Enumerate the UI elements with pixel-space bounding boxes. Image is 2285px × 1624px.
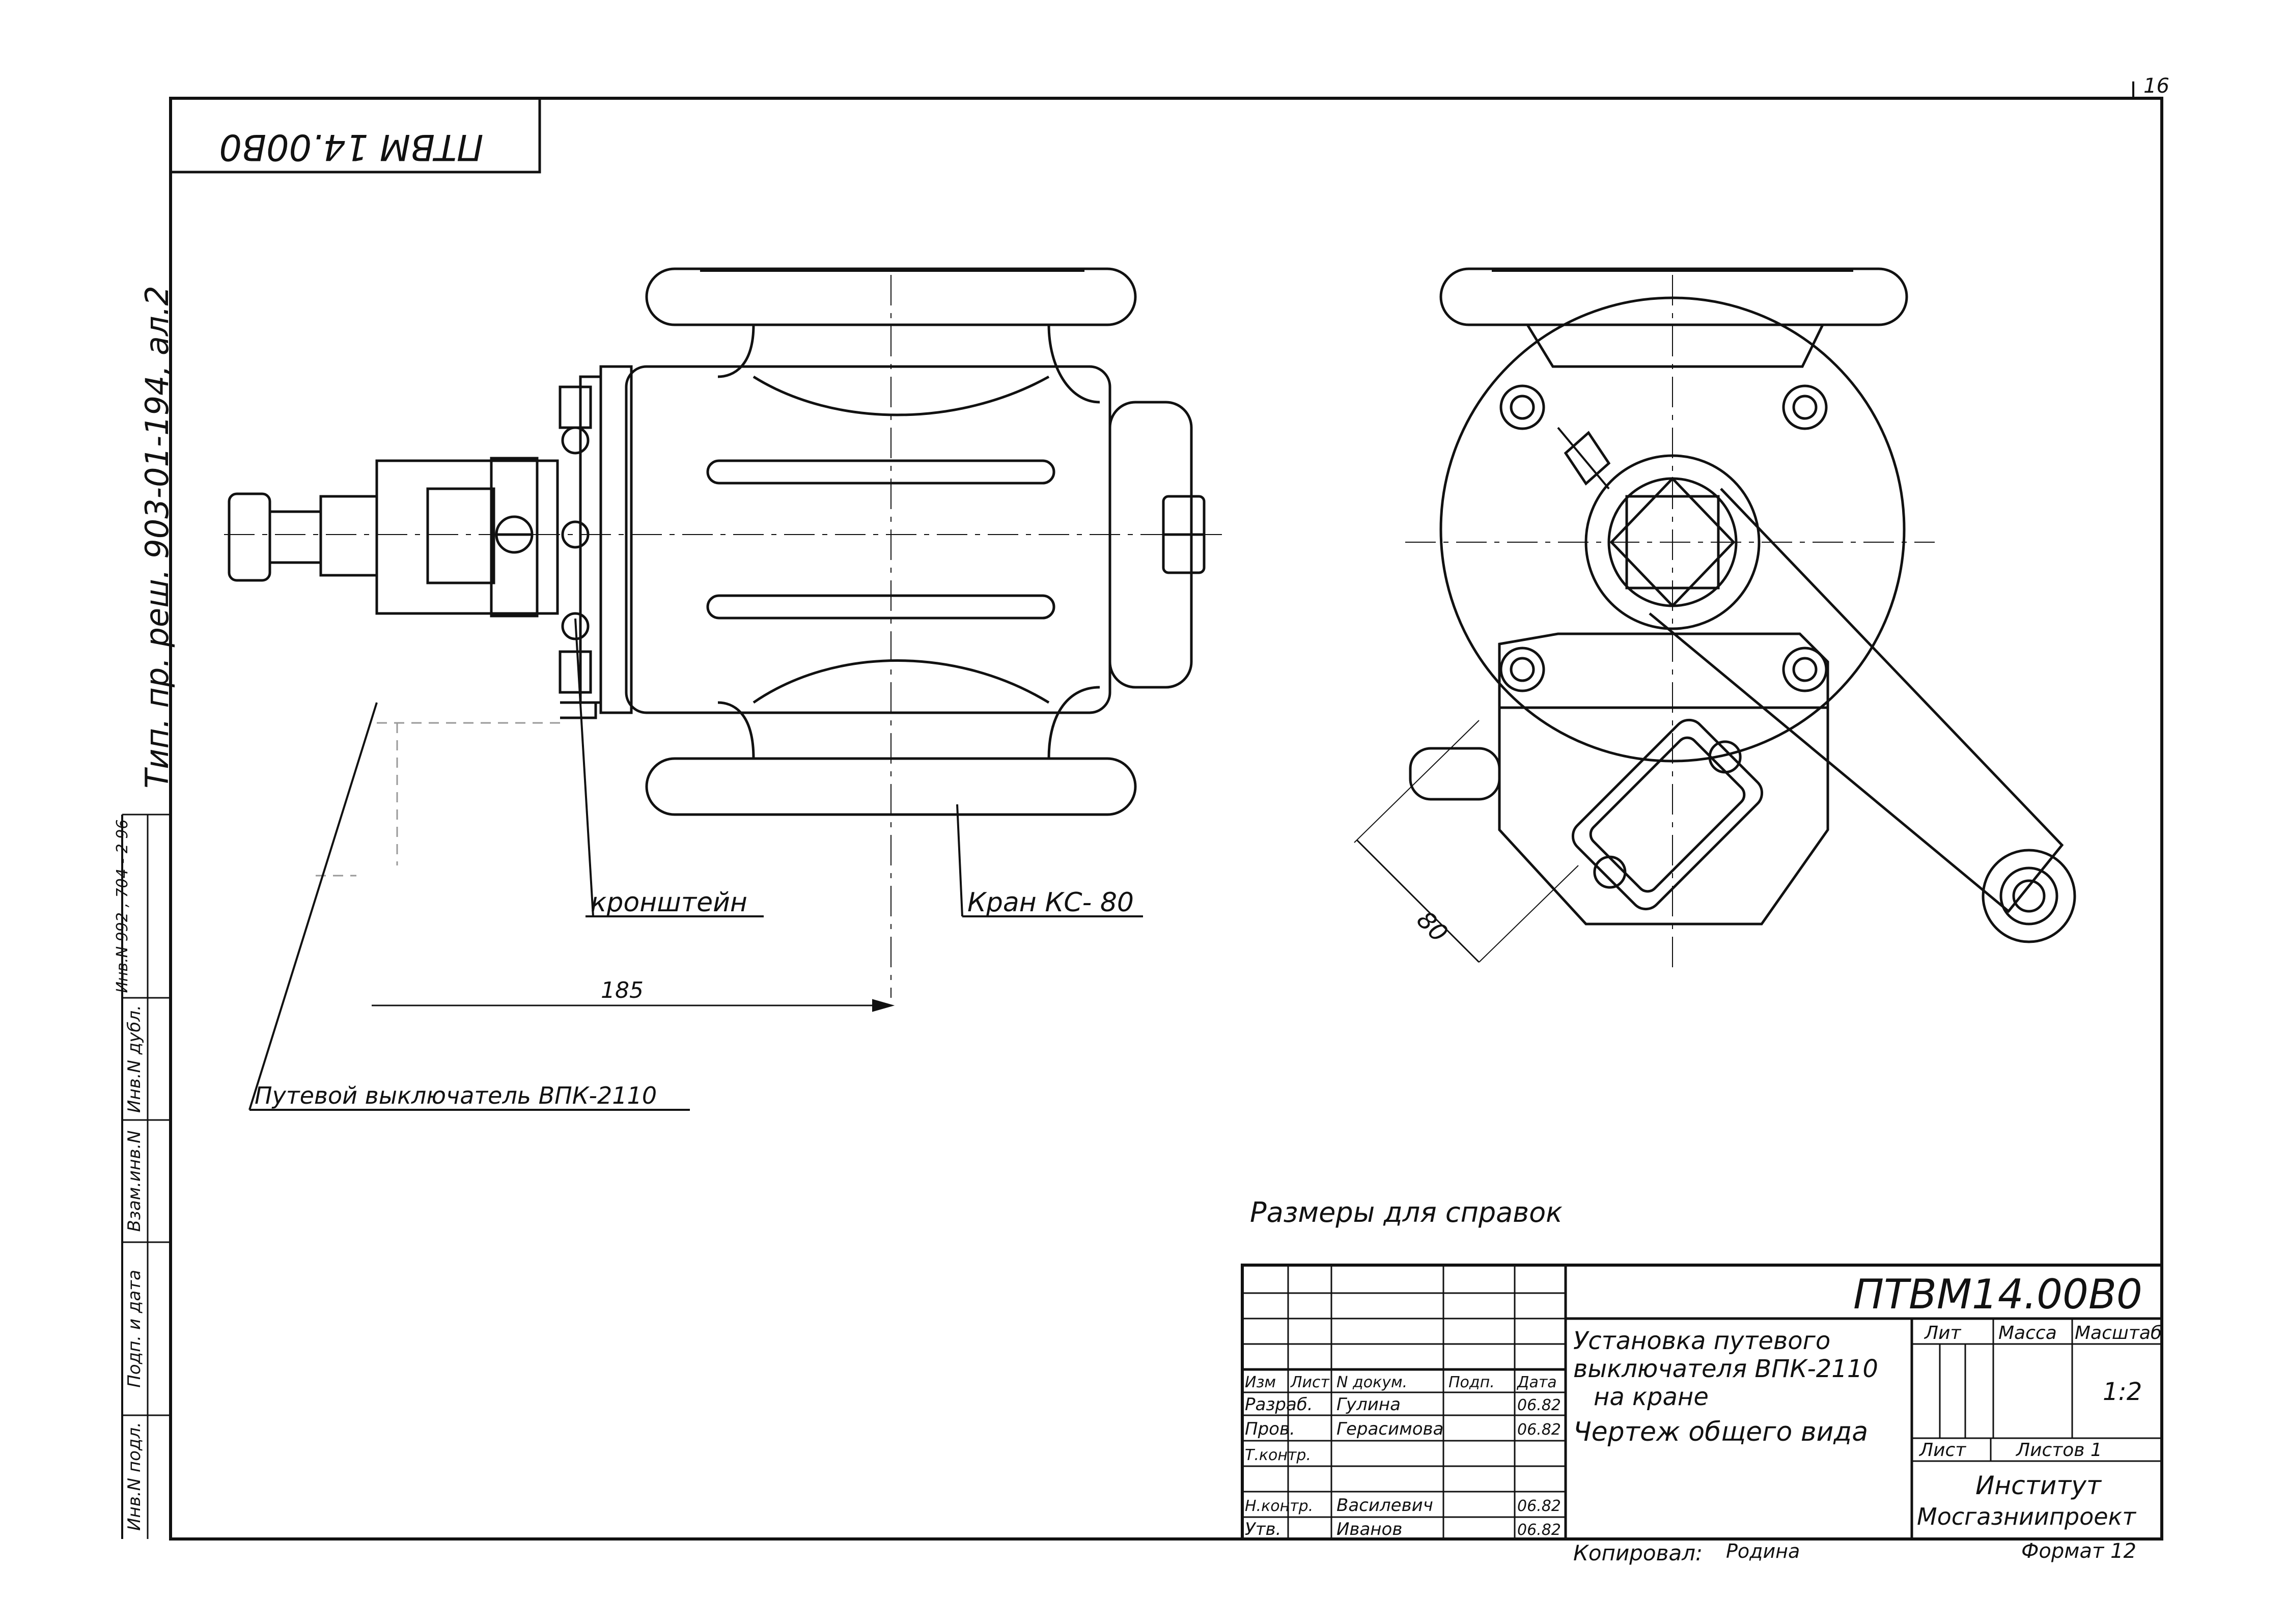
row-name-3: Василевич	[1336, 1495, 1433, 1516]
note-reference: Размеры для справок	[1250, 1196, 1563, 1228]
side-note: Тип. пр. реш. 903-01-194, ал.2	[138, 286, 176, 789]
strip-scrawl: Инв.N 992 , 704 - 2 96	[114, 819, 131, 993]
col-scale: Масштаб	[2075, 1323, 2162, 1343]
strip-label-3: Инв.N дубл.	[124, 1005, 145, 1113]
subtitle: Чертеж общего вида	[1573, 1417, 1868, 1447]
row-name-4: Иванов	[1336, 1519, 1402, 1539]
left-strip: Инв.N подл. Подп. и дата Взам.инв.N Инв.…	[114, 814, 171, 1539]
label-valve: Кран КС- 80	[967, 887, 1134, 918]
row-date-0: 06.82	[1517, 1396, 1561, 1414]
row-role-1: Пров.	[1245, 1419, 1295, 1439]
valve-end-view	[1354, 267, 2076, 967]
copied-label: Копировал:	[1573, 1541, 1703, 1565]
row-role-0: Разраб.	[1245, 1394, 1313, 1415]
leaders	[248, 618, 1143, 1111]
title-line-2: выключателя ВПК-2110	[1573, 1355, 1878, 1383]
row-name-1: Герасимова	[1336, 1419, 1443, 1439]
org-line-2: Мосгазниипроект	[1917, 1503, 2136, 1530]
row-date-3: 06.82	[1517, 1497, 1561, 1515]
strip-label-1: Подп. и дата	[124, 1270, 145, 1388]
hdr-list: Лист	[1290, 1374, 1330, 1391]
strip-label-0: Инв.N подл.	[124, 1422, 145, 1531]
sheet-label: Лист	[1918, 1440, 1966, 1461]
rotated-code: ПТВМ 14.00В0	[219, 126, 483, 168]
title-line-1: Установка путевого	[1573, 1327, 1830, 1355]
sheet-frame: 16 ПТВМ 14.00В0 Тип. пр. реш. 903-01-194…	[114, 74, 2169, 1541]
sheets-label: Листов 1	[2015, 1440, 2102, 1461]
scale-value: 1:2	[2103, 1378, 2142, 1406]
rotated-code-box	[169, 97, 541, 174]
title-block: ПТВМ14.00В0 Изм Лист N докум. Подп. Дата…	[1241, 1264, 2163, 1541]
hdr-date: Дата	[1516, 1374, 1557, 1391]
row-role-4: Утв.	[1245, 1519, 1281, 1539]
strip-label-2: Взам.инв.N	[124, 1130, 145, 1231]
col-lit: Лит	[1924, 1323, 1961, 1343]
end-view-bolts	[1499, 384, 1828, 692]
doc-code: ПТВМ14.00В0	[1853, 1271, 2142, 1318]
row-role-2: Т.контр.	[1245, 1446, 1311, 1464]
col-mass: Масса	[1998, 1323, 2057, 1343]
dim-185: 185	[601, 977, 644, 1003]
row-name-0: Гулина	[1336, 1394, 1401, 1415]
label-switch: Путевой выключатель ВПК-2110	[255, 1082, 657, 1109]
row-date-1: 06.82	[1517, 1421, 1561, 1439]
copied-by: Родина	[1726, 1540, 1800, 1562]
dim-80: 80	[1411, 906, 1454, 948]
title-line-3: на кране	[1594, 1383, 1709, 1411]
format-label: Формат 12	[2021, 1539, 2136, 1563]
label-bracket: кронштейн	[591, 887, 747, 918]
hdr-izm: Изм	[1245, 1374, 1276, 1391]
page-number: 16	[2143, 74, 2169, 98]
row-role-3: Н.контр.	[1245, 1497, 1313, 1515]
hdr-sign: Подп.	[1448, 1374, 1495, 1391]
hdr-doc: N докум.	[1336, 1374, 1407, 1391]
valve-side-view	[224, 267, 1222, 998]
ghost-marks	[316, 722, 560, 877]
org-line-1: Институт	[1975, 1471, 2102, 1500]
row-date-4: 06.82	[1517, 1521, 1561, 1539]
